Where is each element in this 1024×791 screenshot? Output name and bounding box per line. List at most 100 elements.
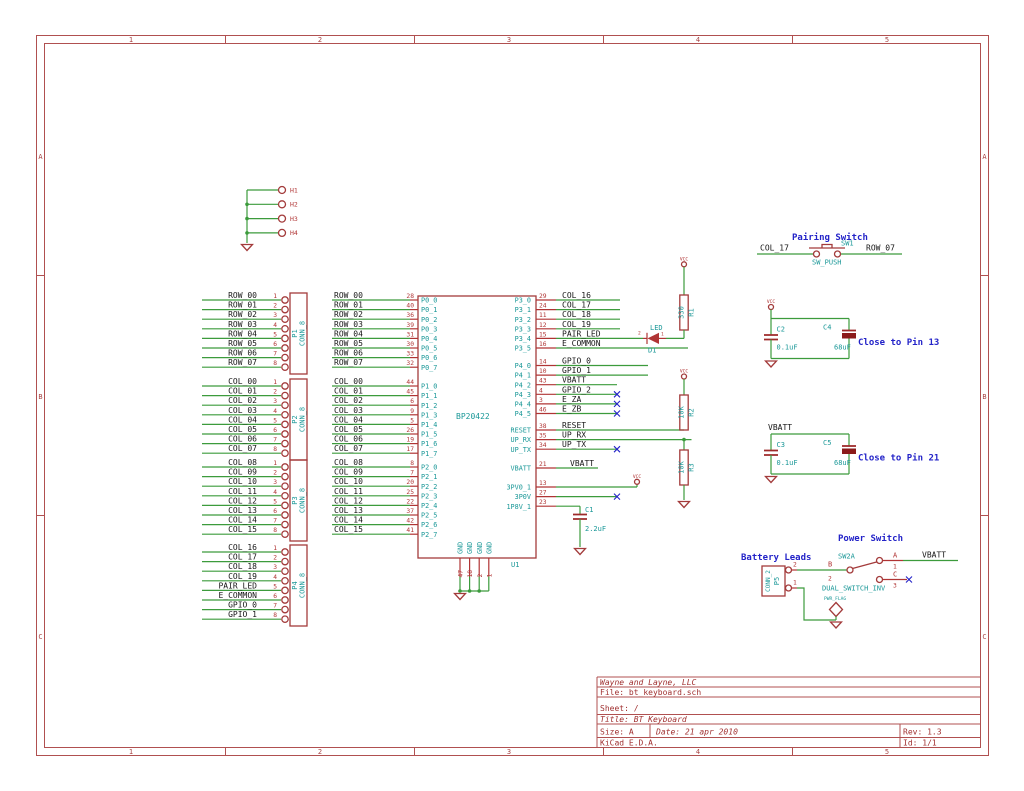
- svg-text:P3_4: P3_4: [515, 335, 531, 343]
- svg-text:E_ZB: E_ZB: [562, 405, 581, 414]
- svg-text:COL_00: COL_00: [334, 377, 363, 386]
- svg-text:2: 2: [273, 555, 277, 562]
- mounting-hole[interactable]: H4: [247, 228, 298, 237]
- hole-label: H2: [290, 201, 298, 209]
- connector-row: ROW_05 6: [202, 339, 289, 352]
- svg-text:VCC: VCC: [633, 474, 642, 480]
- svg-text:UP_TX: UP_TX: [511, 446, 532, 454]
- ic-pin-row: 4 P4_3 GPIO_2: [515, 385, 617, 399]
- mounting-hole[interactable]: H3: [247, 214, 298, 223]
- c4-ref: C4: [823, 324, 831, 332]
- svg-text:1: 1: [793, 580, 797, 587]
- frame-row-label: A A: [38, 153, 987, 161]
- electrolytic-plate-icon: [842, 333, 856, 339]
- pairing-switch-note: Pairing Switch: [792, 232, 868, 243]
- ic-pin-row: 14 P4_0 GPIO_0: [515, 357, 617, 370]
- svg-text:P3_0: P3_0: [515, 297, 531, 305]
- svg-text:35: 35: [539, 433, 547, 440]
- pairing-switch[interactable]: Pairing Switch COL_17 SW1 SW_PUSH ROW_07: [757, 232, 902, 267]
- svg-text:COL_08: COL_08: [334, 458, 363, 467]
- svg-text:COL_13: COL_13: [334, 506, 363, 515]
- svg-text:5: 5: [273, 583, 277, 590]
- led-circuit[interactable]: VCC 330 R1 LED D1 2 1: [638, 256, 696, 354]
- svg-text:ROW_05: ROW_05: [228, 339, 257, 348]
- decoupling-vbatt[interactable]: VBATT C3 0.1uF C5 68uF Close to Pin 21: [764, 423, 939, 484]
- connector-ref: P1: [291, 329, 299, 337]
- decoupling-vcc[interactable]: VCC C2 0.1uF C4 68uF Close to Pin 13: [764, 299, 939, 368]
- svg-text:UP_RX: UP_RX: [562, 431, 586, 440]
- svg-text:11: 11: [539, 312, 547, 319]
- svg-text:12: 12: [539, 322, 547, 329]
- connector-p2[interactable]: COL_00 1 COL_01 2 COL_02 3 COL_03 4: [202, 377, 308, 461]
- svg-text:GPIO_2: GPIO_2: [562, 385, 591, 394]
- svg-text:COL_15: COL_15: [334, 525, 363, 534]
- svg-text:10: 10: [539, 368, 547, 375]
- power-switch-section[interactable]: Power Switch Battery Leads CONN_2 P5 2 B…: [741, 533, 958, 629]
- svg-text:44: 44: [406, 379, 414, 386]
- svg-text:1: 1: [129, 748, 133, 756]
- svg-text:P1_1: P1_1: [421, 392, 437, 400]
- svg-text:C: C: [893, 571, 897, 579]
- ic-right-wire-extensions: [580, 337, 692, 498]
- svg-text:COL_04: COL_04: [228, 415, 257, 424]
- connector-p3[interactable]: COL_08 1 COL_09 2 COL_10 3 COL_11 4: [202, 458, 308, 542]
- sw2a-value: DUAL_SWITCH_INV: [822, 585, 886, 593]
- svg-text:RESET: RESET: [511, 427, 531, 435]
- svg-text:COL_16: COL_16: [562, 291, 591, 300]
- led-value: LED: [650, 324, 663, 332]
- led-ref: D1: [648, 347, 656, 355]
- resistor-r2[interactable]: VCC 10K R2: [678, 369, 696, 431]
- svg-text:P0_5: P0_5: [421, 345, 437, 353]
- connector-p1[interactable]: ROW_00 1 ROW_01 2 ROW_02 3 ROW_03 4: [202, 291, 308, 375]
- resistor-r3[interactable]: 10K R3: [677, 439, 696, 509]
- connector-row: COL_02 3: [202, 396, 289, 410]
- svg-text:COL_09: COL_09: [334, 468, 363, 477]
- p5-ref: P5: [773, 577, 781, 585]
- svg-text:3: 3: [539, 397, 543, 404]
- svg-text:P2_3: P2_3: [421, 492, 437, 500]
- svg-text:COL_12: COL_12: [334, 496, 363, 505]
- connector-p4[interactable]: COL_16 1 COL_17 2 COL_18 3 COL_19 4: [202, 543, 308, 627]
- connector-value: CONN_8: [299, 573, 307, 598]
- connector-row: GPIO_1 8: [202, 610, 289, 624]
- svg-text:4: 4: [273, 489, 277, 496]
- svg-text:7: 7: [273, 437, 277, 444]
- svg-text:5: 5: [273, 331, 277, 338]
- ic-pin-row: ROW_05 30 P0_5: [332, 339, 437, 353]
- svg-text:COL_19: COL_19: [562, 320, 591, 329]
- svg-text:COL_02: COL_02: [334, 396, 363, 405]
- ic-u1[interactable]: BP20422 U1 ROW_00 28 P0_0 ROW_01 40 P0_1…: [332, 291, 620, 601]
- svg-text:VBATT: VBATT: [570, 459, 594, 468]
- r2-value: 10K: [678, 405, 686, 418]
- ic-pin-row: ROW_00 28 P0_0: [332, 291, 437, 305]
- svg-text:37: 37: [406, 508, 414, 515]
- svg-text:3: 3: [273, 564, 277, 571]
- svg-text:4: 4: [273, 574, 277, 581]
- ic-pin-row: ROW_01 40 P0_1: [332, 301, 437, 314]
- svg-text:13: 13: [539, 480, 547, 487]
- svg-text:P2_0: P2_0: [421, 464, 437, 472]
- svg-text:2: 2: [318, 748, 322, 756]
- mounting-hole[interactable]: H2: [247, 200, 298, 209]
- svg-text:2: 2: [638, 331, 641, 337]
- connector-value: CONN_8: [299, 488, 307, 513]
- svg-text:E_COMMON: E_COMMON: [562, 339, 601, 348]
- svg-text:COL_18: COL_18: [562, 310, 591, 319]
- svg-text:3: 3: [507, 36, 511, 44]
- net-label: ROW_07: [866, 244, 895, 253]
- svg-text:7: 7: [410, 470, 414, 477]
- net-label: VBATT: [922, 551, 946, 560]
- svg-text:GPIO_1: GPIO_1: [562, 366, 591, 375]
- connector-row: ROW_06 7: [202, 349, 289, 362]
- capacitor-c1[interactable]: C1 2.2uF: [573, 506, 606, 556]
- connector-row: ROW_01 2: [202, 301, 289, 314]
- svg-text:VCC: VCC: [680, 369, 689, 375]
- mounting-holes[interactable]: H1 H2 H3 H4: [240, 185, 298, 252]
- svg-text:COL_04: COL_04: [334, 415, 363, 424]
- sheet-path: Sheet: /: [600, 704, 639, 713]
- svg-text:COL_16: COL_16: [228, 543, 257, 552]
- svg-text:25: 25: [406, 489, 414, 496]
- svg-text:P0_3: P0_3: [421, 325, 437, 333]
- mounting-hole[interactable]: H1: [247, 185, 298, 194]
